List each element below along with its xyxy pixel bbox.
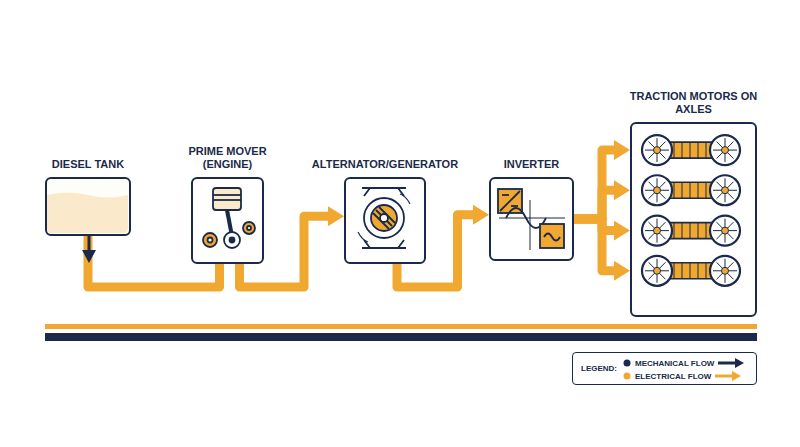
- diesel-fuel: [47, 193, 128, 234]
- wheel-rim: [642, 135, 672, 165]
- wheel: [642, 216, 672, 246]
- mechanical-arrow-head: [82, 250, 96, 263]
- wheel-hub: [654, 147, 661, 154]
- wheel-hub: [722, 187, 729, 194]
- flow-path: [88, 236, 220, 287]
- wheel-hub: [722, 227, 729, 234]
- motor-axle: [642, 256, 740, 286]
- motor-winding: [674, 223, 675, 239]
- wheel: [710, 216, 740, 246]
- rail-stripe: [45, 324, 757, 329]
- electrical-flow: [574, 150, 616, 271]
- motor-axle: [642, 216, 740, 246]
- wheel: [710, 135, 740, 165]
- component-box: PRIME MOVER (ENGINE): [191, 177, 264, 264]
- component-heading: TRACTION MOTORS ON AXLES: [629, 90, 759, 116]
- mechanical-arrow: [88, 236, 91, 252]
- motor-winding: [698, 223, 699, 239]
- tank-fill: [46, 178, 129, 234]
- legend-arrow: [715, 371, 741, 381]
- legend-dot: [623, 359, 631, 367]
- motor-winding: [682, 223, 683, 239]
- motor-winding: [690, 182, 691, 198]
- wheel-hub: [654, 187, 661, 194]
- motor-winding: [682, 263, 683, 279]
- motor-winding: [674, 142, 675, 158]
- legend-title: LEGEND:: [581, 364, 617, 373]
- wheel: [710, 256, 740, 286]
- engine-icon: [203, 188, 255, 248]
- motor-winding: [674, 182, 675, 198]
- motor-body: [668, 182, 714, 198]
- motor-winding: [690, 263, 691, 279]
- legend-entry: MECHANICAL FLOW: [623, 357, 744, 369]
- motor-body: [668, 263, 714, 279]
- motor-axle: [642, 175, 740, 205]
- wheel-hub: [654, 267, 661, 274]
- legend-text: ELECTRICAL FLOW: [635, 372, 711, 381]
- component-box: INVERTER: [489, 177, 574, 261]
- wheel-rim: [710, 256, 740, 286]
- motor-body: [668, 223, 714, 239]
- wheel-hub: [722, 267, 729, 274]
- wheel: [642, 175, 672, 205]
- component-heading: ALTERNATOR/GENERATOR: [300, 158, 470, 171]
- flow-path: [240, 216, 331, 287]
- wheel-rim: [710, 175, 740, 205]
- motor-winding: [706, 142, 707, 158]
- motor-winding: [706, 182, 707, 198]
- wheel-hub: [654, 227, 661, 234]
- legend-entry: ELECTRICAL FLOW: [623, 370, 741, 382]
- component-heading: PRIME MOVER (ENGINE): [180, 145, 275, 171]
- traction-motor-icons: [642, 135, 740, 286]
- wheel-rim: [642, 175, 672, 205]
- motor-winding: [690, 142, 691, 158]
- motor-winding: [690, 223, 691, 239]
- component-box: DIESEL TANK: [45, 177, 131, 236]
- wheel-rim: [642, 256, 672, 286]
- electrical-flow: [397, 215, 475, 287]
- wheel-rim: [710, 135, 740, 165]
- inverter-icon: [498, 189, 565, 250]
- motor-panel: TRACTION MOTORS ON AXLES: [630, 122, 757, 317]
- flow-path: [574, 150, 616, 219]
- wheel-rim: [642, 216, 672, 246]
- motor-winding: [674, 263, 675, 279]
- electrical-flow: [88, 236, 220, 287]
- wheel-rim: [710, 216, 740, 246]
- legend-arrow: [718, 358, 744, 368]
- motor-winding: [706, 223, 707, 239]
- rail-base: [45, 333, 757, 341]
- legend-dot: [623, 372, 631, 380]
- motor-winding: [698, 182, 699, 198]
- component-box: ALTERNATOR/GENERATOR: [344, 177, 426, 264]
- legend-text: MECHANICAL FLOW: [635, 359, 714, 368]
- motor-winding: [682, 182, 683, 198]
- motor-winding: [706, 263, 707, 279]
- wheel: [710, 175, 740, 205]
- electrical-flow: [240, 216, 331, 287]
- wheel: [642, 135, 672, 165]
- component-heading: DIESEL TANK: [33, 158, 143, 171]
- motor-body: [668, 142, 714, 158]
- alternator-icon: [358, 188, 410, 248]
- component-heading: INVERTER: [477, 158, 587, 171]
- legend-box: LEGEND: MECHANICAL FLOW ELECTRICAL FLOW: [572, 352, 757, 385]
- wheel: [642, 256, 672, 286]
- motor-axle: [642, 135, 740, 165]
- motor-winding: [698, 263, 699, 279]
- flow-path: [574, 219, 616, 271]
- flow-path: [397, 215, 475, 287]
- motor-winding: [698, 142, 699, 158]
- wheel-hub: [722, 147, 729, 154]
- motor-winding: [682, 142, 683, 158]
